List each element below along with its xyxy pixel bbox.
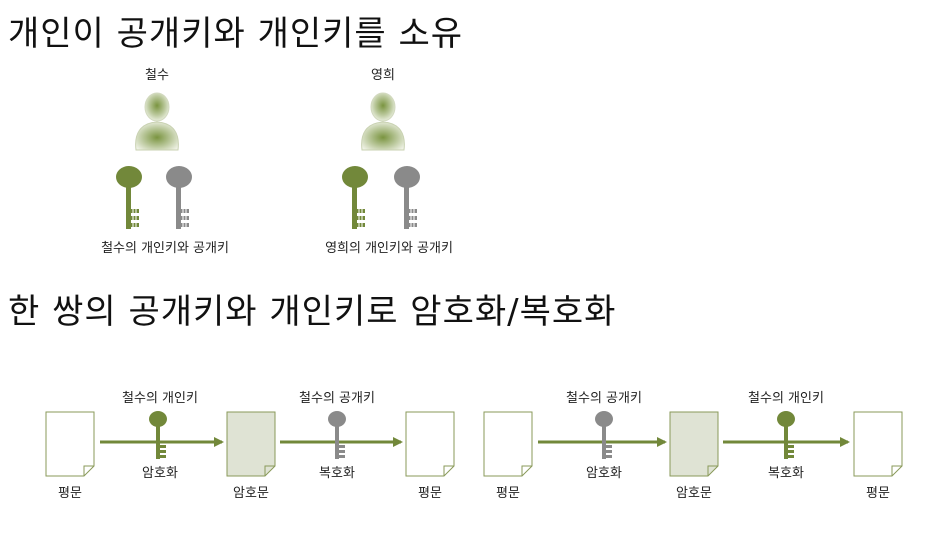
flow2-plain-right: 평문 — [866, 486, 890, 501]
private-key-icon — [149, 411, 167, 459]
public-key-icon — [595, 411, 613, 459]
person-caption-younghee: 영희의 개인키와 공개키 — [325, 241, 453, 256]
public-key-icon — [328, 411, 346, 459]
document-icon — [669, 411, 719, 477]
flow2-step2-key-label: 철수의 개인키 — [748, 391, 824, 406]
flow1-step2-key-label: 철수의 공개키 — [299, 391, 375, 406]
flow1-plain-right: 평문 — [418, 486, 442, 501]
private-key-icon — [777, 411, 795, 459]
person-caption-cheolsu: 철수의 개인키와 공개키 — [101, 241, 229, 256]
flow2-plain-left: 평문 — [496, 486, 520, 501]
public-key-icon — [166, 166, 192, 229]
flow1-step2-op: 복호화 — [319, 466, 355, 481]
person-icon — [135, 92, 179, 151]
person-name-cheolsu: 철수 — [145, 68, 169, 83]
document-icon — [226, 411, 276, 477]
section2-title: 한 쌍의 공개키와 개인키로 암호화/복호화 — [8, 292, 617, 332]
flow2-cipher: 암호문 — [676, 486, 712, 501]
private-key-icon — [342, 166, 368, 229]
flow1-step1-op: 암호화 — [142, 466, 178, 481]
person-icon — [361, 92, 405, 151]
document-icon — [405, 411, 455, 477]
person-name-younghee: 영희 — [371, 68, 395, 83]
flow1-plain-left: 평문 — [58, 486, 82, 501]
flow2-step1-op: 암호화 — [586, 466, 622, 481]
document-icon — [853, 411, 903, 477]
flow1-step1-key-label: 철수의 개인키 — [122, 391, 198, 406]
flow2-step2-op: 복호화 — [768, 466, 804, 481]
flow2-step1-key-label: 철수의 공개키 — [566, 391, 642, 406]
document-icon — [483, 411, 533, 477]
public-key-icon — [394, 166, 420, 229]
section1-title: 개인이 공개키와 개인키를 소유 — [8, 14, 464, 54]
flow2-diagram — [483, 411, 903, 477]
flow1-cipher: 암호문 — [233, 486, 269, 501]
document-icon — [45, 411, 95, 477]
flow1-diagram — [45, 411, 455, 477]
private-key-icon — [116, 166, 142, 229]
